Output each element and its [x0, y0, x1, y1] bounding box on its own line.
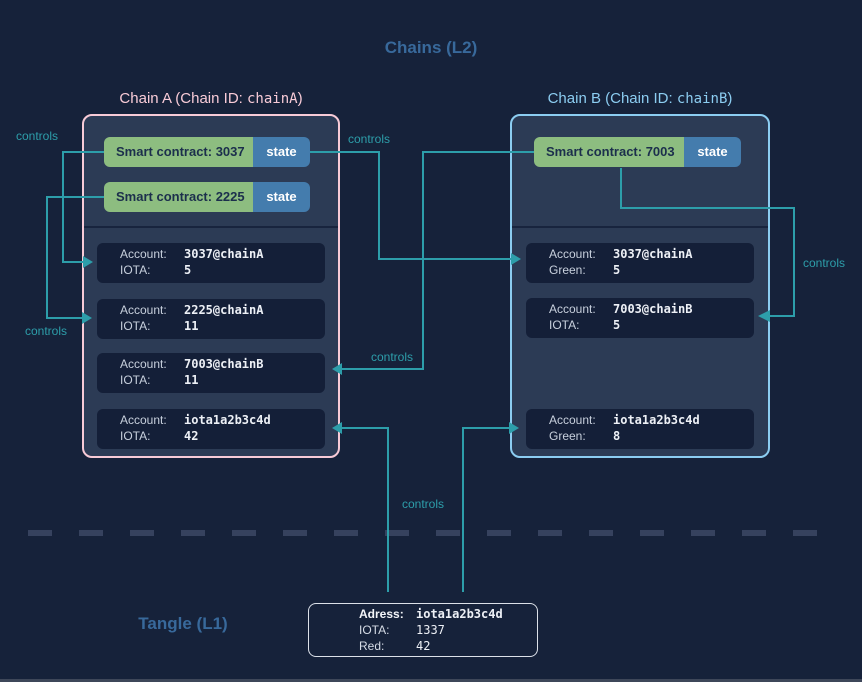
address-label: Adress: [359, 607, 404, 621]
controls-label: controls [25, 324, 68, 338]
account-label: Account: [549, 413, 596, 427]
balance-value: 42 [184, 429, 199, 443]
iota-balance-label: IOTA: [359, 623, 390, 637]
account-value: iota1a2b3c4d [613, 413, 700, 427]
chain-b-divider [512, 226, 768, 228]
account-value: 2225@chainA [184, 303, 264, 317]
l1-l2-separator [28, 530, 834, 536]
account-label: Account: [120, 247, 167, 261]
balance-value: 5 [613, 263, 621, 277]
smart-contract-label: Smart contract: 7003 [534, 137, 684, 167]
smart-contract-7003: Smart contract: 7003 state [534, 137, 741, 167]
account-label: Account: [120, 357, 167, 371]
balance-value: 5 [184, 263, 192, 277]
chain-a-box: Smart contract: 3037 state Smart contrac… [82, 114, 340, 458]
chain-a-title: Chain A (Chain ID: chainA) [82, 90, 340, 107]
account-label: Account: [120, 413, 167, 427]
controls-label: controls [371, 350, 414, 364]
red-balance-label: Red: [359, 639, 385, 653]
balance-label: IOTA: [120, 263, 151, 277]
smart-contract-3037: Smart contract: 3037 state [104, 137, 310, 167]
balance-label: Green: [549, 263, 586, 277]
chain-b-id-code: chainB [676, 91, 728, 107]
address-value: iota1a2b3c4d [416, 607, 503, 621]
balance-label: IOTA: [549, 318, 580, 332]
account-value: 7003@chainB [613, 302, 693, 316]
controls-label: controls [402, 497, 445, 511]
account-label: Account: [120, 303, 167, 317]
account-card: Account: 3037@chainA IOTA: 5 [97, 243, 325, 283]
account-card: Account: 2225@chainA IOTA: 11 [97, 299, 325, 339]
controls-label: controls [803, 256, 846, 270]
account-value: 7003@chainB [184, 357, 264, 371]
balance-value: 5 [613, 318, 621, 332]
account-card: Account: 3037@chainA Green: 5 [526, 243, 754, 283]
account-value: 3037@chainA [613, 247, 693, 261]
controls-label: controls [16, 129, 59, 143]
chain-b-title-prefix: Chain B (Chain ID: [547, 90, 677, 107]
smart-contract-label: Smart contract: 3037 [104, 137, 253, 167]
chain-a-divider [84, 226, 338, 228]
l1-address-box: Adress: iota1a2b3c4d IOTA: 1337 Red: 42 [308, 603, 538, 657]
state-badge: state [253, 137, 310, 167]
controls-label: controls [348, 132, 391, 146]
connector-l1-address-to-chainA-account [342, 427, 389, 592]
heading-chains-l2: Chains (L2) [384, 38, 478, 57]
red-balance-value: 42 [416, 639, 431, 653]
state-badge: state [684, 137, 741, 167]
connector-l1-address-to-chainB-account [462, 427, 509, 592]
bottom-edge-strip [0, 679, 862, 682]
account-value: 3037@chainA [184, 247, 264, 261]
account-card: Account: 7003@chainB IOTA: 5 [526, 298, 754, 338]
account-card: Account: 7003@chainB IOTA: 11 [97, 353, 325, 393]
state-badge: state [253, 182, 310, 212]
account-label: Account: [549, 302, 596, 316]
balance-label: IOTA: [120, 319, 151, 333]
balance-value: 8 [613, 429, 621, 443]
account-card: Account: iota1a2b3c4d Green: 8 [526, 409, 754, 449]
chain-b-title: Chain B (Chain ID: chainB) [510, 90, 770, 107]
chain-a-id-code: chainA [247, 91, 298, 107]
chain-b-title-suffix: ) [727, 90, 733, 107]
chain-a-title-prefix: Chain A (Chain ID: [119, 90, 247, 107]
balance-label: IOTA: [120, 373, 151, 387]
chain-a-title-suffix: ) [297, 90, 303, 107]
chain-b-box: Smart contract: 7003 state Account: 3037@… [510, 114, 770, 458]
balance-label: IOTA: [120, 429, 151, 443]
connector-sc3037-to-chainB-account [310, 151, 511, 260]
balance-value: 11 [184, 319, 199, 333]
balance-label: Green: [549, 429, 586, 443]
balance-value: 11 [184, 373, 199, 387]
smart-contract-2225: Smart contract: 2225 state [104, 182, 310, 212]
heading-tangle-l1: Tangle (L1) [138, 614, 228, 633]
smart-contract-label: Smart contract: 2225 [104, 182, 253, 212]
account-value: iota1a2b3c4d [184, 413, 271, 427]
iota-balance-value: 1337 [416, 623, 445, 637]
account-label: Account: [549, 247, 596, 261]
account-card: Account: iota1a2b3c4d IOTA: 42 [97, 409, 325, 449]
connector-sc7003-to-chainA-account [342, 151, 534, 370]
